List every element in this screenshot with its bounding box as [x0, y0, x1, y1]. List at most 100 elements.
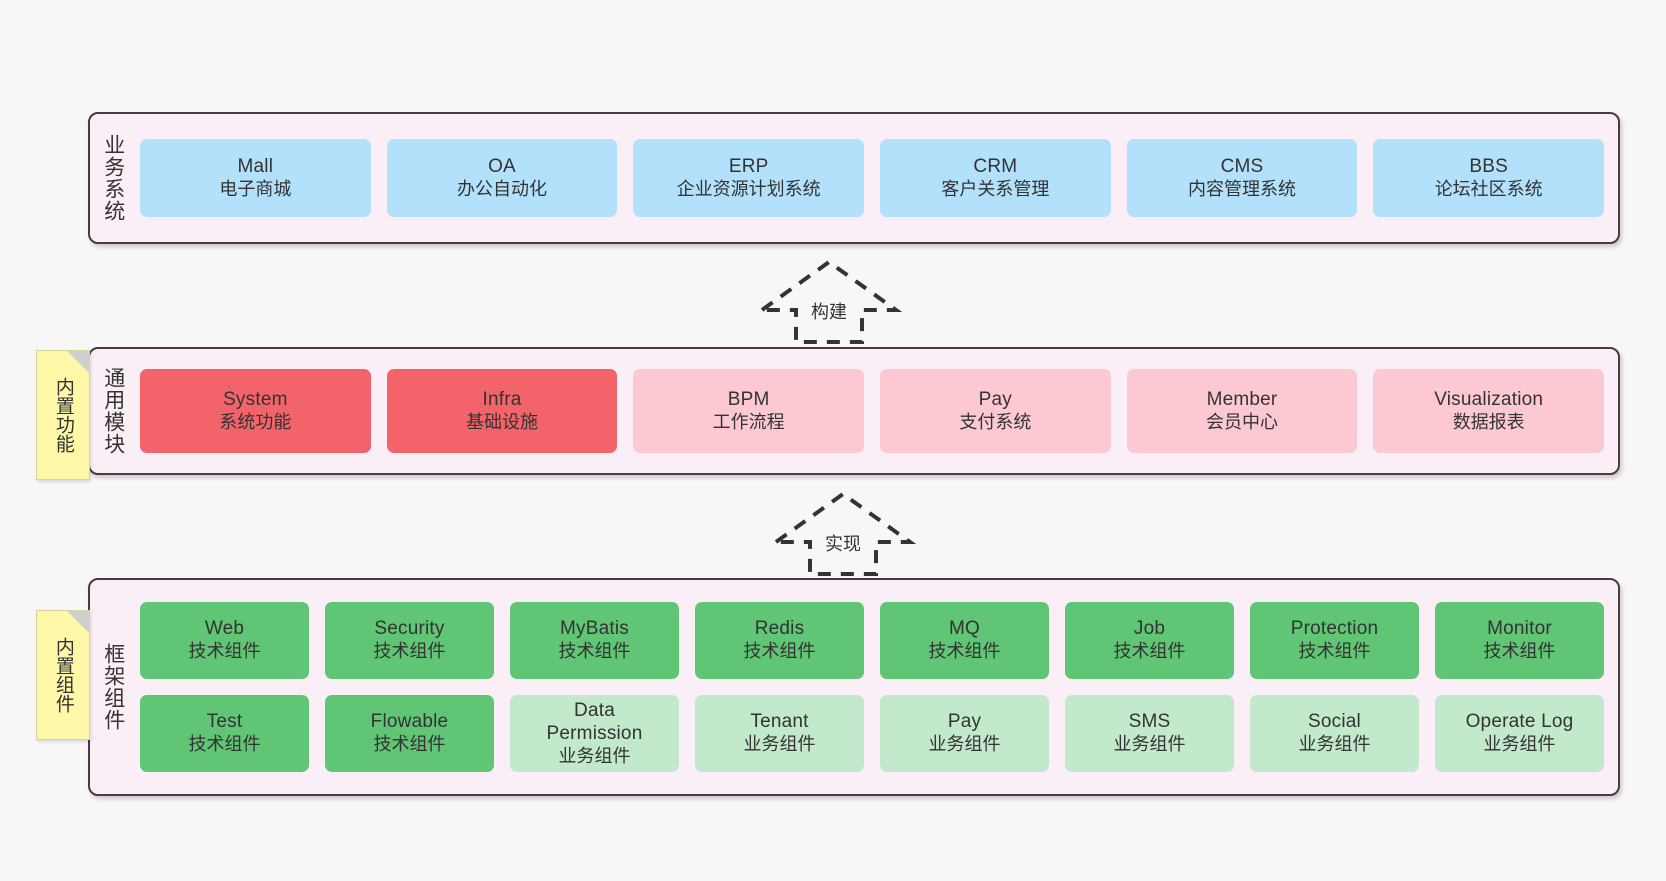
cell-subtitle: 客户关系管理: [941, 178, 1050, 199]
cell-subtitle: 办公自动化: [457, 178, 547, 199]
cell-subtitle: 论坛社区系统: [1434, 178, 1543, 199]
cell-bbs[interactable]: BBS 论坛社区系统: [1373, 139, 1605, 217]
cell-title: Monitor: [1487, 618, 1552, 640]
cell-pay[interactable]: Pay 支付系统: [880, 369, 1111, 453]
cell-subtitle: 技术组件: [188, 641, 261, 662]
cell-subtitle: 技术组件: [558, 641, 631, 662]
cell-title: Pay: [978, 388, 1013, 410]
cell-job[interactable]: Job 技术组件: [1065, 602, 1234, 679]
cell-subtitle: 业务组件: [1483, 734, 1556, 755]
layer-body-framework-components: Web 技术组件 Security 技术组件 MyBatis 技术组件 Redi…: [136, 580, 1618, 794]
cell-subtitle: 基础设施: [466, 411, 538, 432]
cell-visualization[interactable]: Visualization 数据报表: [1373, 369, 1605, 453]
layer-row: Test 技术组件 Flowable 技术组件 Data Permission …: [140, 695, 1604, 772]
cell-operate-log[interactable]: Operate Log 业务组件: [1435, 695, 1604, 772]
note-builtin-features: 内置功能: [36, 350, 90, 480]
cell-subtitle: 业务组件: [1298, 734, 1371, 755]
cell-title: CRM: [973, 155, 1018, 177]
cell-title: Flowable: [370, 711, 449, 733]
cell-title: Protection: [1290, 618, 1379, 640]
cell-title: MQ: [948, 618, 980, 640]
cell-cms[interactable]: CMS 内容管理系统: [1126, 139, 1358, 217]
cell-subtitle: 支付系统: [959, 411, 1032, 432]
cell-mall[interactable]: Mall 电子商城: [140, 139, 371, 217]
cell-infra[interactable]: Infra 基础设施: [386, 369, 618, 453]
cell-subtitle: 会员中心: [1206, 411, 1279, 432]
cell-pay-component[interactable]: Pay 业务组件: [880, 695, 1049, 772]
cell-subtitle: 业务组件: [743, 734, 816, 755]
cell-flowable[interactable]: Flowable 技术组件: [325, 695, 494, 772]
note-label: 内置组件: [52, 637, 74, 713]
layer-title-business-system: 业务系统: [101, 134, 125, 222]
cell-bpm[interactable]: BPM 工作流程: [633, 369, 865, 453]
cell-tenant[interactable]: Tenant 业务组件: [695, 695, 864, 772]
cell-title: Redis: [754, 618, 805, 640]
cell-subtitle: 数据报表: [1452, 411, 1525, 432]
cell-system[interactable]: System 系统功能: [140, 369, 371, 453]
connector-implement: 实现: [769, 490, 917, 576]
cell-security[interactable]: Security 技术组件: [325, 602, 494, 679]
cell-title: Pay: [947, 711, 982, 733]
cell-sms[interactable]: SMS 业务组件: [1065, 695, 1234, 772]
cell-protection[interactable]: Protection 技术组件: [1250, 602, 1419, 679]
cell-subtitle: 业务组件: [928, 734, 1001, 755]
cell-title: Job: [1133, 618, 1166, 640]
cell-title: Security: [374, 618, 445, 640]
cell-subtitle: 技术组件: [1113, 641, 1186, 662]
cell-oa[interactable]: OA 办公自动化: [386, 139, 618, 217]
cell-title: Test: [206, 711, 243, 733]
cell-title: Social: [1308, 711, 1361, 733]
cell-title: Member: [1206, 388, 1278, 410]
cell-web[interactable]: Web 技术组件: [140, 602, 309, 679]
cell-data-permission[interactable]: Data Permission 业务组件: [510, 695, 679, 772]
note-label: 内置功能: [52, 377, 74, 453]
cell-member[interactable]: Member 会员中心: [1126, 369, 1358, 453]
note-builtin-components: 内置组件: [36, 610, 90, 740]
cell-erp[interactable]: ERP 企业资源计划系统: [633, 139, 865, 217]
note-fold-corner-icon: [67, 351, 89, 373]
cell-mq[interactable]: MQ 技术组件: [880, 602, 1049, 679]
cell-title: Tenant: [750, 711, 809, 733]
cell-title: SMS: [1128, 711, 1171, 733]
cell-title: BBS: [1469, 155, 1508, 177]
cell-subtitle: 电子商城: [219, 178, 292, 199]
cell-subtitle: 技术组件: [743, 641, 816, 662]
cell-title: Data Permission: [546, 699, 643, 744]
layer-row: Web 技术组件 Security 技术组件 MyBatis 技术组件 Redi…: [140, 602, 1604, 679]
cell-social[interactable]: Social 业务组件: [1250, 695, 1419, 772]
connector-implement-arrow-icon: [769, 491, 917, 576]
cell-title: Web: [204, 618, 245, 640]
layer-body-common-modules: System 系统功能 Infra 基础设施 BPM 工作流程 Pay 支付系统…: [136, 349, 1618, 473]
cell-monitor[interactable]: Monitor 技术组件: [1435, 602, 1604, 679]
layer-title-common-modules: 通用模块: [101, 367, 125, 455]
cell-subtitle: 技术组件: [1298, 641, 1371, 662]
cell-redis[interactable]: Redis 技术组件: [695, 602, 864, 679]
cell-mybatis[interactable]: MyBatis 技术组件: [510, 602, 679, 679]
cell-subtitle: 业务组件: [558, 745, 631, 766]
cell-subtitle: 技术组件: [1483, 641, 1556, 662]
cell-subtitle: 企业资源计划系统: [676, 178, 821, 199]
cell-title: CMS: [1220, 155, 1264, 177]
cell-title: Mall: [237, 155, 274, 177]
cell-crm[interactable]: CRM 客户关系管理: [880, 139, 1111, 217]
layer-body-business-system: Mall 电子商城 OA 办公自动化 ERP 企业资源计划系统 CRM 客户关系…: [136, 114, 1618, 242]
connector-build: 构建: [755, 258, 903, 344]
cell-subtitle: 业务组件: [1113, 734, 1186, 755]
cell-title: Operate Log: [1465, 711, 1574, 733]
cell-title: System: [223, 388, 288, 410]
cell-title: OA: [488, 155, 516, 177]
layer-business-system: 业务系统 Mall 电子商城 OA 办公自动化 ERP 企业资源计划系统 CRM…: [88, 112, 1620, 244]
cell-title: MyBatis: [560, 618, 629, 640]
layer-common-modules: 通用模块 System 系统功能 Infra 基础设施 BPM 工作流程 Pay…: [88, 347, 1620, 475]
cell-subtitle: 技术组件: [928, 641, 1001, 662]
cell-title: Visualization: [1434, 388, 1544, 410]
cell-test[interactable]: Test 技术组件: [140, 695, 309, 772]
layer-framework-components: 框架组件 Web 技术组件 Security 技术组件 MyBatis 技术组件…: [88, 578, 1620, 796]
connector-implement-label: 实现: [825, 534, 861, 554]
cell-title: BPM: [727, 388, 770, 410]
note-fold-corner-icon: [67, 611, 89, 633]
connector-build-label: 构建: [811, 302, 847, 322]
cell-subtitle: 技术组件: [188, 734, 261, 755]
cell-subtitle: 内容管理系统: [1188, 178, 1297, 199]
